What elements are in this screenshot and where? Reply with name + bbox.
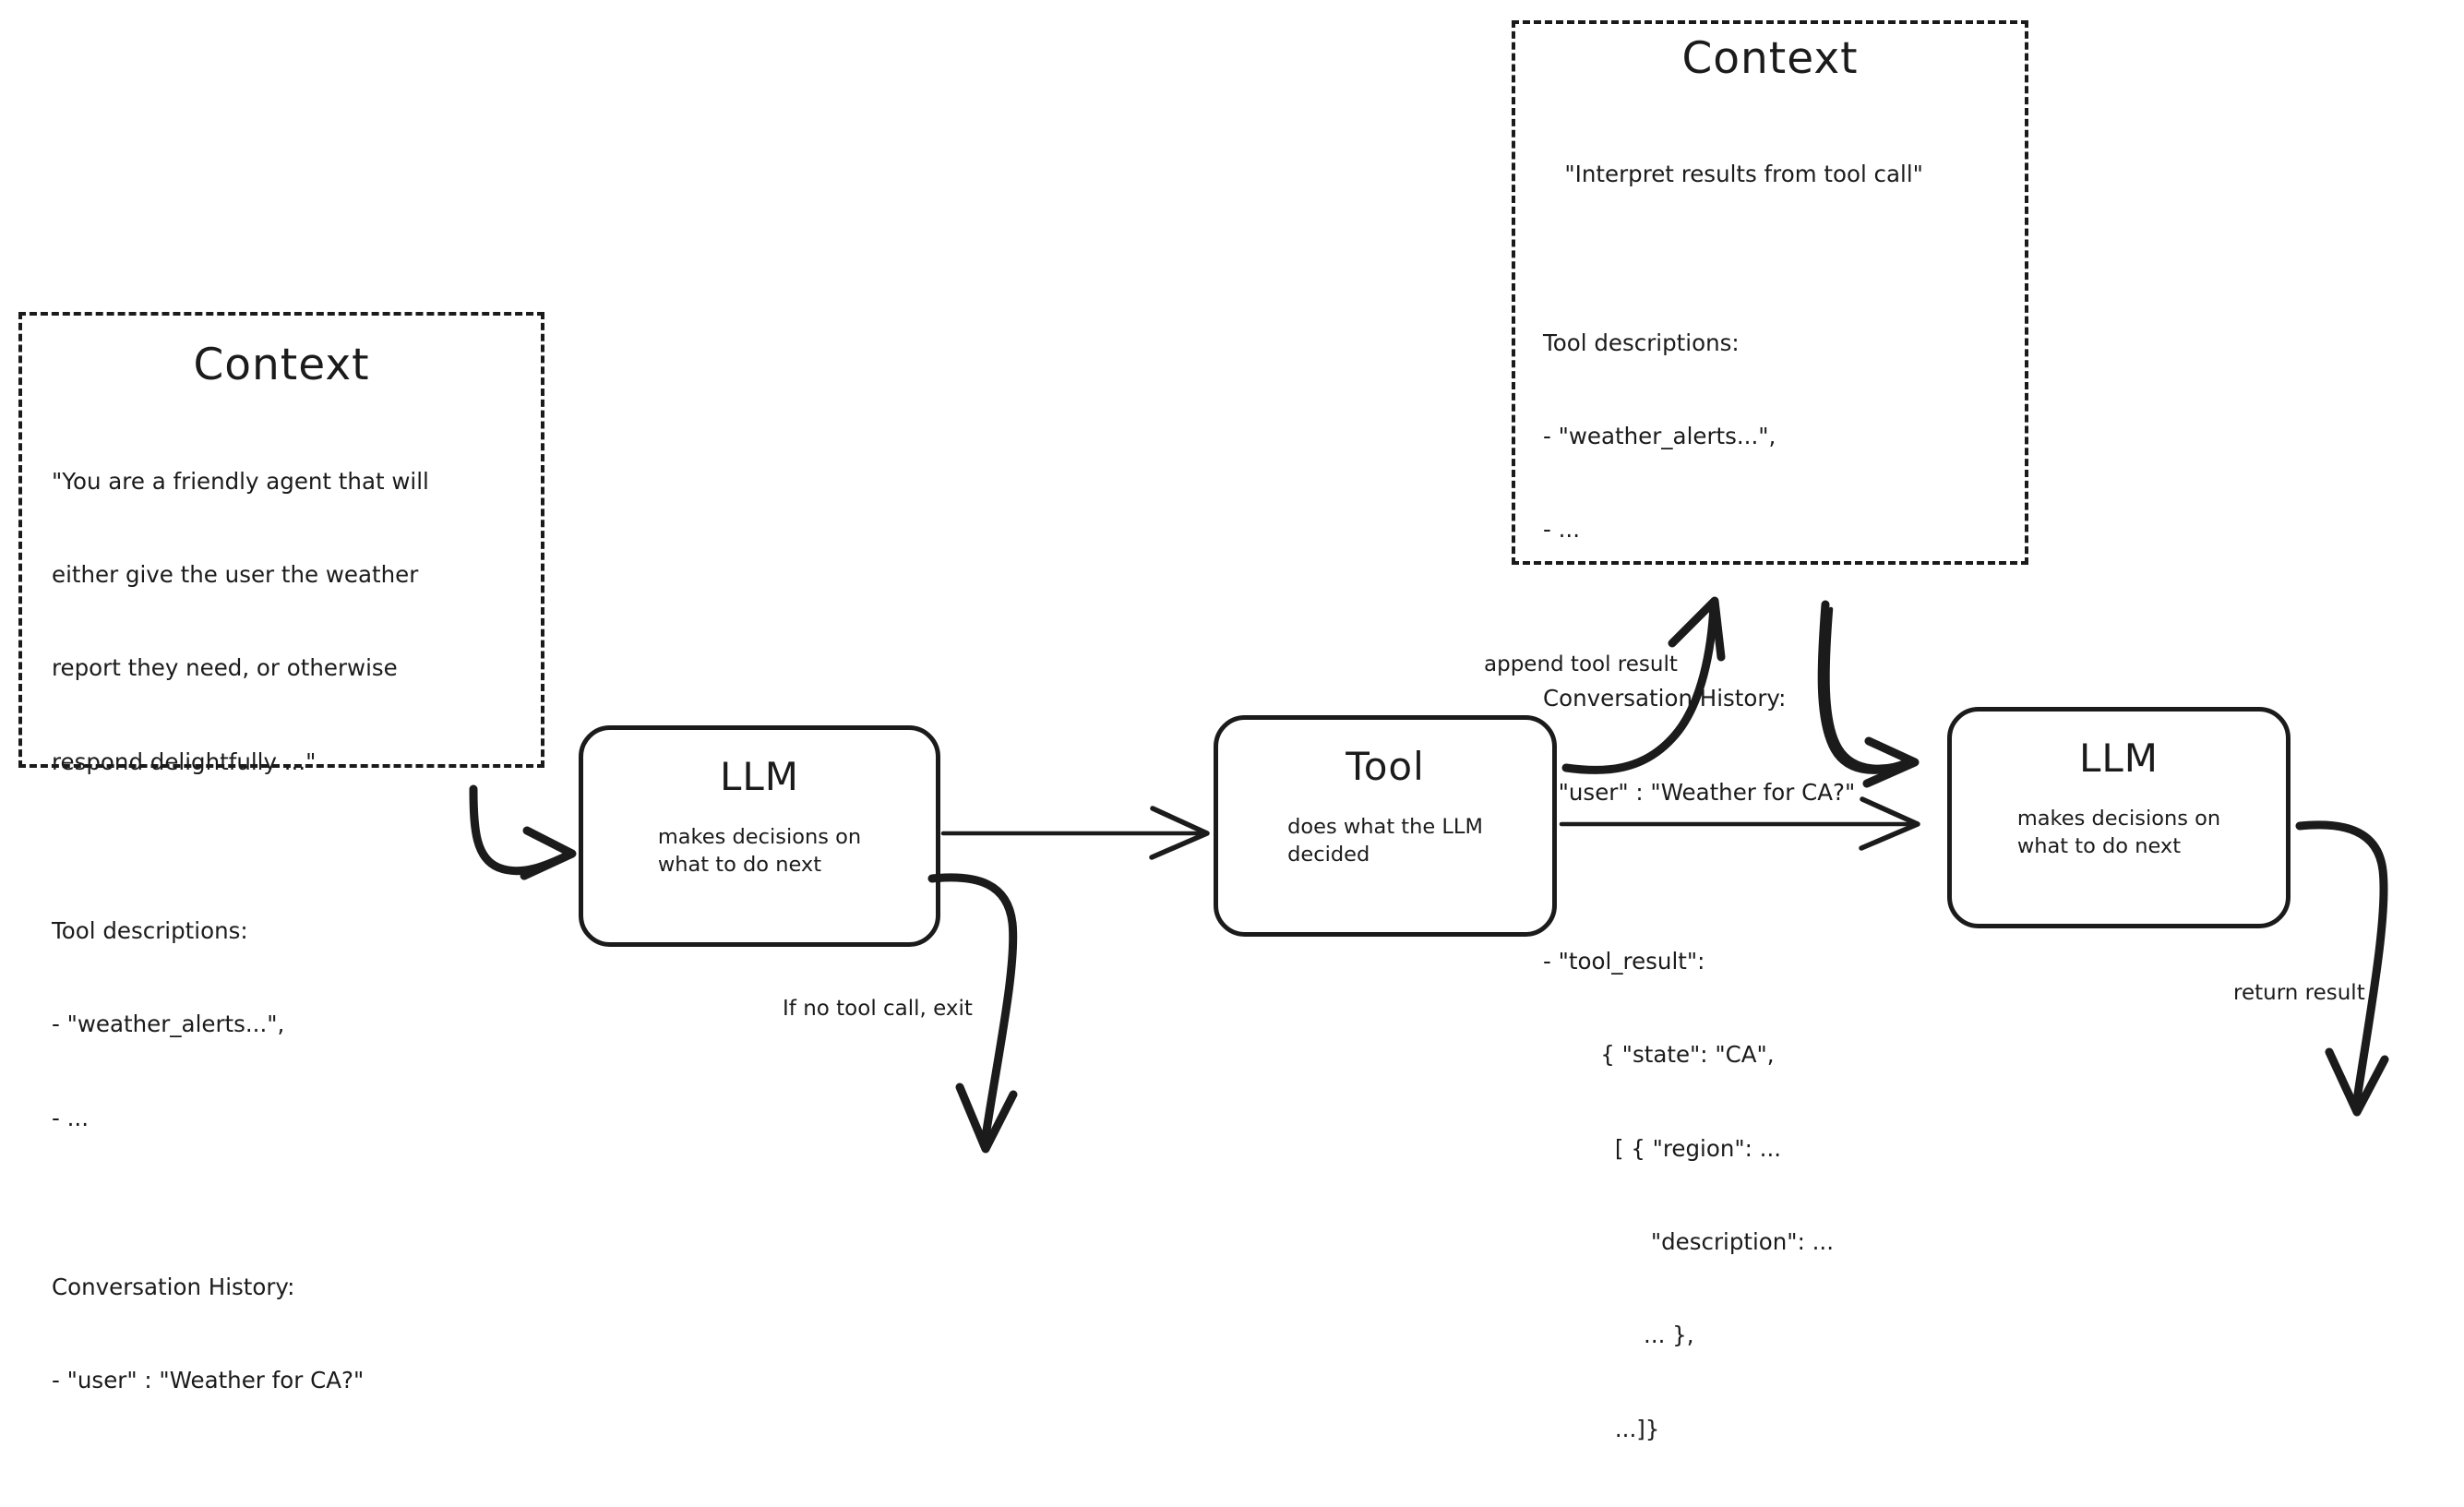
node-tool-title: Tool (1346, 744, 1425, 789)
node-llm-2-title: LLM (2078, 736, 2159, 781)
node-llm-1-subtitle: makes decisions on what to do next (657, 825, 862, 878)
context-right-spacer (1543, 252, 2014, 265)
context-left-line: - "user" : "Weather for CA?" (52, 1366, 365, 1393)
context-right-line: "description": ... (1543, 1227, 1834, 1255)
context-right-line: [ { "region": ... (1543, 1134, 1782, 1162)
context-right-line: Conversation History: (1543, 685, 1787, 712)
context-right-line: ...]} (1543, 1415, 1660, 1442)
context-left-line: Tool descriptions: (52, 916, 248, 944)
context-left-line: report they need, or otherwise (52, 654, 398, 682)
node-tool[interactable]: Tool does what the LLM decided (1214, 715, 1557, 937)
context-right-title: Context (1681, 33, 1859, 84)
context-right-spacer (1543, 608, 2014, 621)
diagram-canvas: Context "You are a friendly agent that w… (18, 20, 2389, 1442)
context-right-line: "Interpret results from tool call" (1543, 160, 1923, 187)
context-left-line: - "weather_alerts...", (52, 1011, 285, 1038)
node-tool-subtitle: does what the LLM decided (1287, 815, 1483, 867)
context-right-line: - "user" : "Weather for CA?" (1543, 778, 1856, 806)
context-left-line: either give the user the weather (52, 560, 419, 588)
edge-label-exit: If no tool call, exit (783, 997, 973, 1021)
context-left-title: Context (193, 340, 370, 390)
node-llm-1-title: LLM (719, 754, 800, 799)
context-left-body: "You are a friendly agent that will eith… (52, 403, 522, 1458)
node-llm-1[interactable]: LLM makes decisions on what to do next (579, 725, 940, 947)
context-right-line: { "state": "CA", (1543, 1041, 1775, 1069)
context-left-line: respond delightfully ..." (52, 748, 317, 775)
context-box-right: Context "Interpret results from tool cal… (1512, 20, 2028, 1442)
context-left-spacer (52, 840, 522, 853)
node-llm-2-subtitle: makes decisions on what to do next (2016, 807, 2221, 859)
context-right-line: - "tool_result": (1543, 947, 1705, 975)
context-right-body: "Interpret results from tool call" Tool … (1543, 96, 2014, 1507)
context-right-line: - ... (1543, 516, 1580, 544)
edge-llm2-return (2295, 820, 2389, 1117)
context-right-line: Tool descriptions: (1543, 329, 1740, 356)
context-left-spacer (52, 1196, 522, 1209)
edge-label-return: return result (2233, 981, 2365, 1005)
edge-label-append-tool: append tool result (1484, 652, 1678, 676)
context-right-line: ... }, (1543, 1322, 1694, 1349)
context-right-spacer (1543, 870, 2014, 883)
context-left-line: Conversation History: (52, 1273, 295, 1300)
context-box-left: Context "You are a friendly agent that w… (18, 312, 544, 1393)
context-left-line: - ... (52, 1104, 89, 1131)
context-left-line: "You are a friendly agent that will (52, 467, 429, 495)
context-right-line: - "weather_alerts...", (1543, 422, 1776, 449)
node-llm-2[interactable]: LLM makes decisions on what to do next (1947, 707, 2291, 928)
edge-llm1-to-tool (940, 806, 1210, 860)
